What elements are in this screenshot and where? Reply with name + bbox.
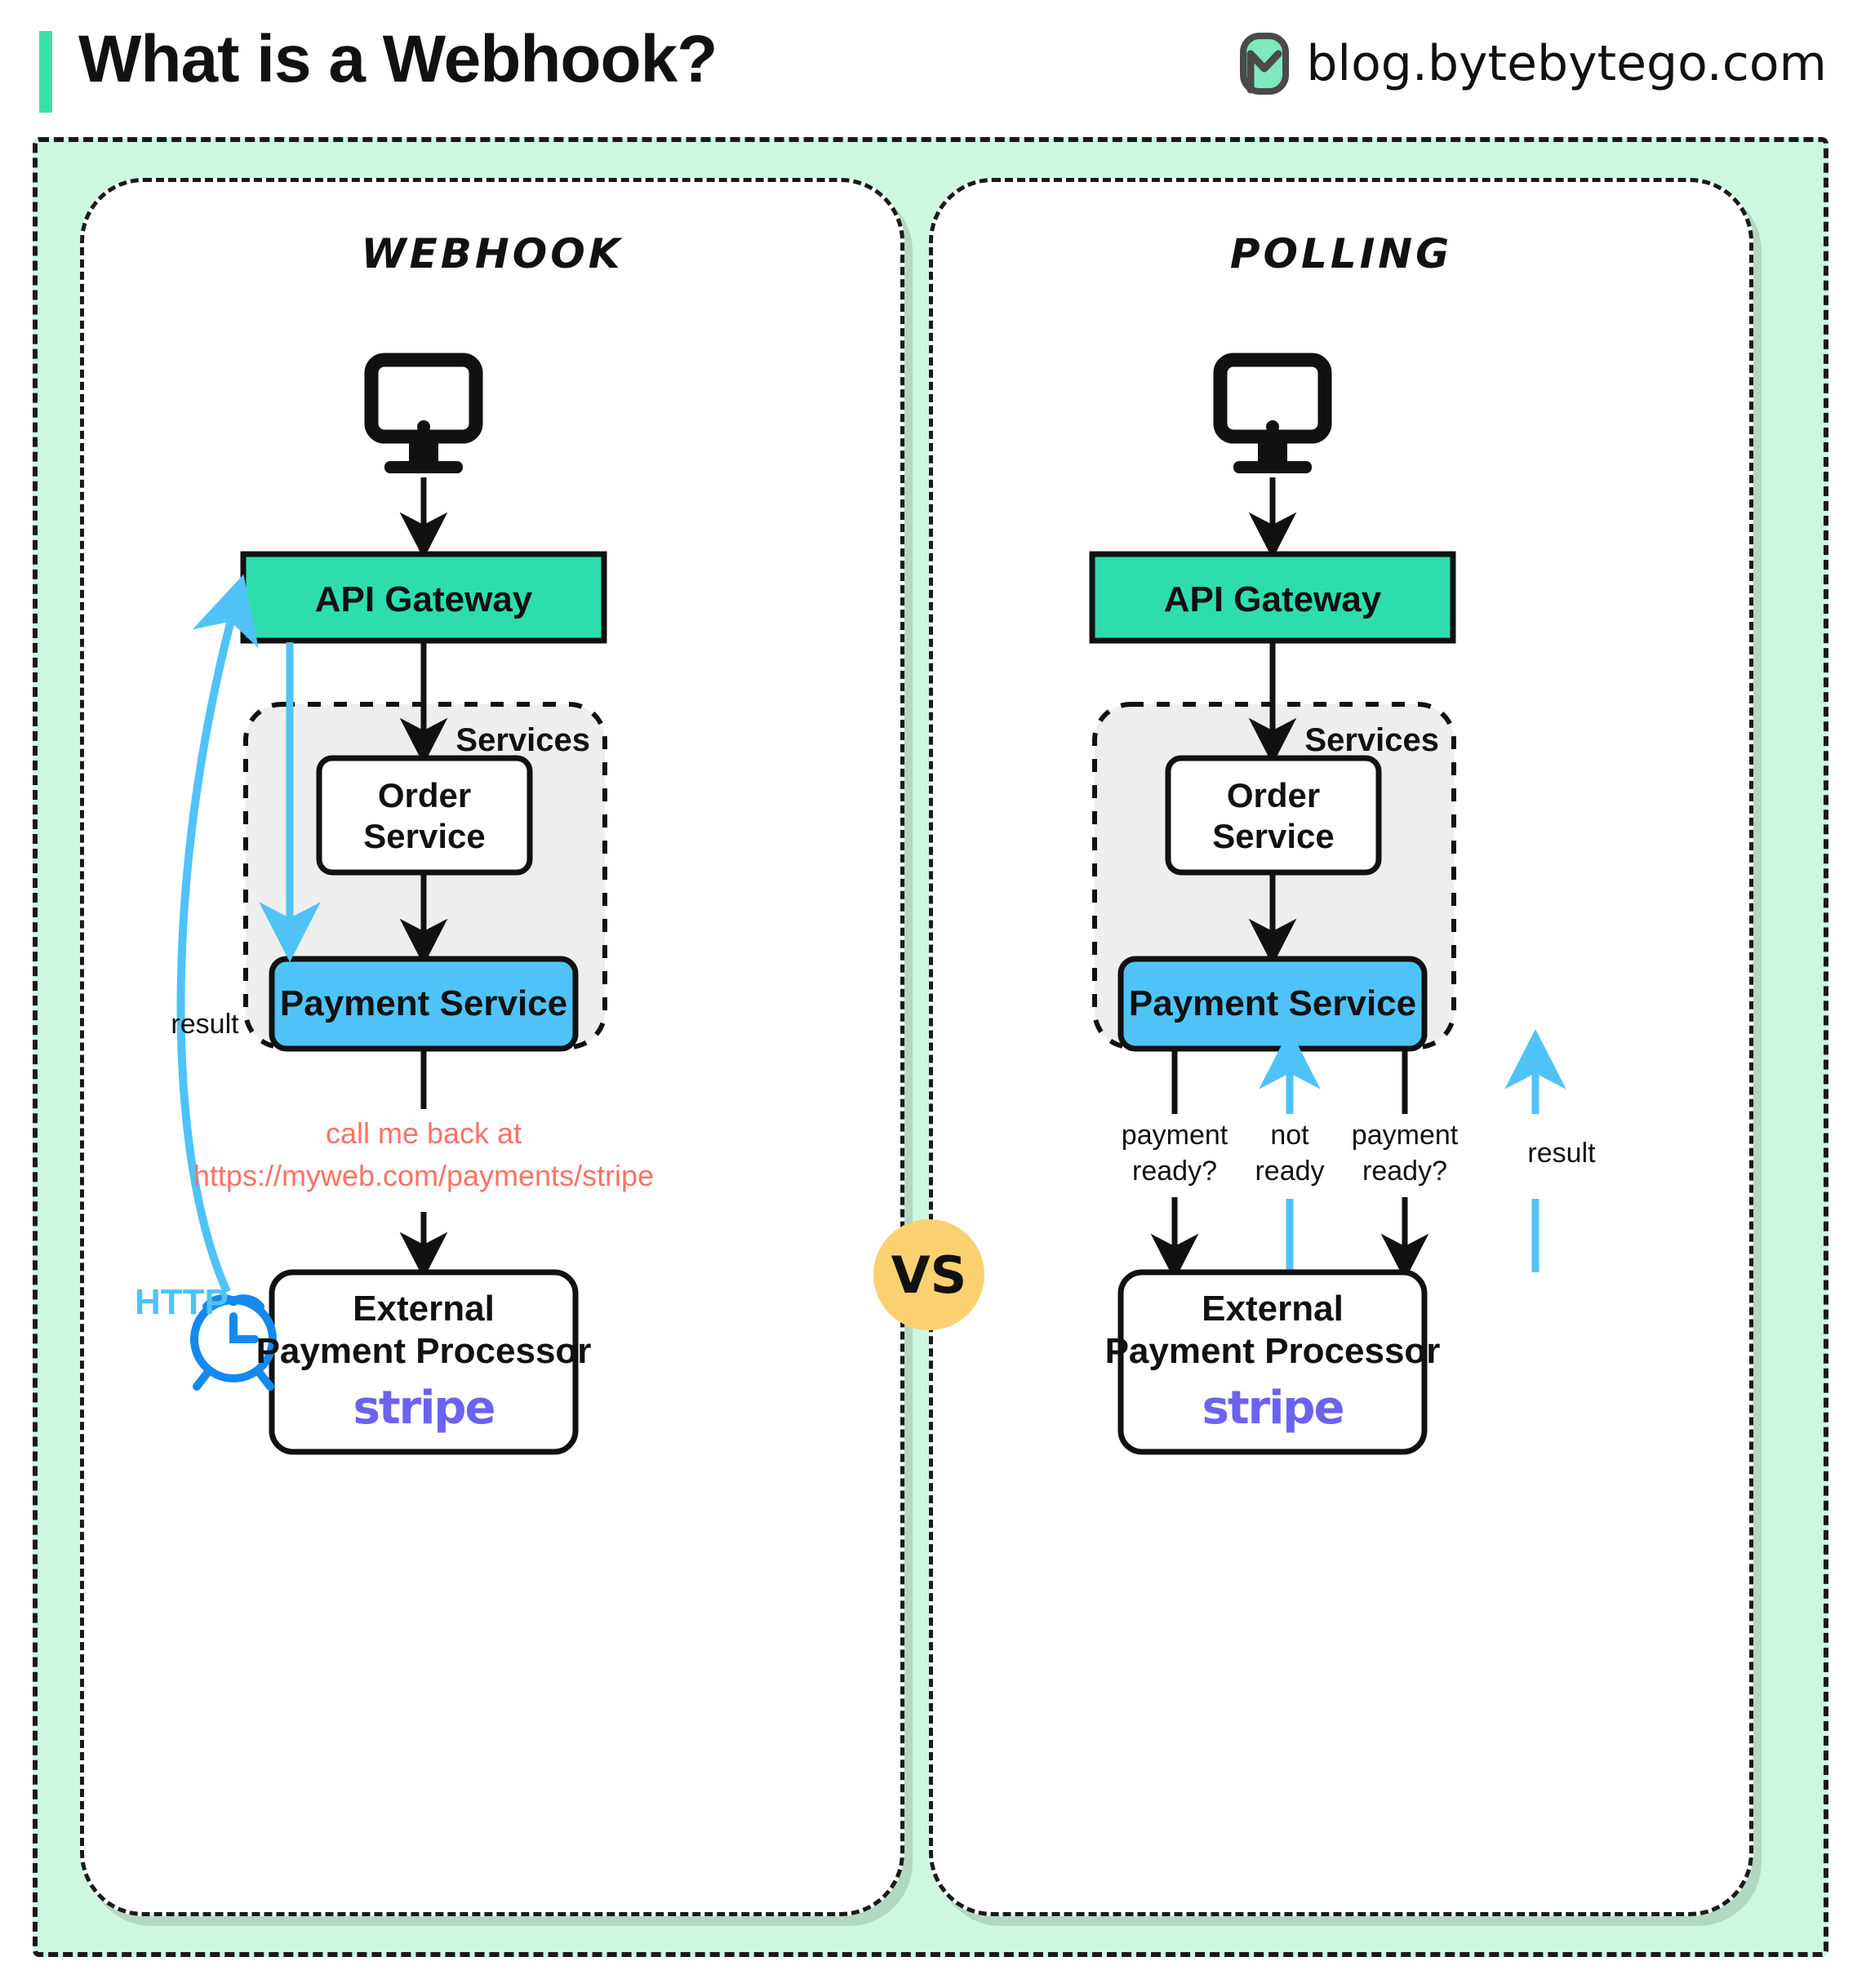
- panel-webhook: Webhook: [80, 178, 904, 1916]
- monitor-icon: [1213, 353, 1332, 473]
- comparison-frame: Webhook: [33, 137, 1828, 1957]
- label-result-polling: result: [1527, 1138, 1596, 1169]
- vs-badge: VS: [873, 1219, 984, 1330]
- node-api-gateway: [1089, 551, 1456, 644]
- node-payment-service: [269, 956, 579, 1052]
- node-external-payment-processor: [269, 1269, 579, 1455]
- page-title: What is a Webhook?: [78, 22, 718, 96]
- edge-webhook-callback-http: [176, 574, 259, 1294]
- label-stripe-logo: stripe: [353, 1382, 496, 1435]
- monitor-icon: [364, 353, 483, 473]
- label-result-webhook: result: [171, 1009, 239, 1040]
- brand-text: blog.bytebytego.com: [1306, 35, 1827, 92]
- label-poll2-line2: ready?: [1362, 1156, 1447, 1187]
- node-payment-service: [1117, 956, 1428, 1052]
- label-poll2-line1: payment: [1351, 1120, 1459, 1151]
- node-order-service: [316, 755, 533, 876]
- bytebytego-logo-icon: [1240, 33, 1290, 95]
- label-callback-line1: call me back at: [325, 1116, 522, 1150]
- label-callback-line2: https://myweb.com/payments/stripe: [193, 1159, 655, 1192]
- panel-title-polling: Polling: [1229, 213, 1453, 282]
- panel-polling: Polling: [929, 178, 1753, 1916]
- brand: blog.bytebytego.com: [1239, 33, 1827, 95]
- panel-title-webhook: Webhook: [361, 213, 624, 282]
- webhook-diagram-svg: [176, 353, 607, 1455]
- label-http: HTTP: [135, 1282, 229, 1322]
- label-stripe-logo: stripe: [1202, 1382, 1345, 1435]
- label-poll1-line1: payment: [1121, 1120, 1228, 1151]
- node-order-service: [1165, 755, 1382, 876]
- label-reply1-line2: ready: [1255, 1156, 1325, 1187]
- polling-diagram-svg: [1089, 353, 1566, 1455]
- alarm-clock-icon: [190, 1294, 277, 1391]
- node-api-gateway: [240, 551, 607, 644]
- page-header: What is a Webhook? blog.bytebytego.com: [0, 0, 1866, 139]
- label-poll1-line2: ready?: [1132, 1156, 1217, 1187]
- label-reply1-line1: not: [1270, 1120, 1309, 1151]
- node-external-payment-processor: [1117, 1269, 1428, 1455]
- title-accent-bar: [39, 31, 52, 113]
